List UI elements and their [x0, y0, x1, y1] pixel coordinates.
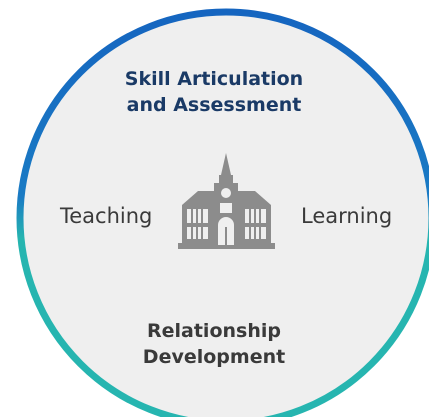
- teaching-label: Teaching: [60, 204, 153, 228]
- bottom-label: Relationship Development: [142, 320, 286, 368]
- learning-label: Learning: [301, 204, 393, 228]
- top-label: Skill Articulation and Assessment: [124, 68, 304, 116]
- school-building-icon: [178, 153, 275, 249]
